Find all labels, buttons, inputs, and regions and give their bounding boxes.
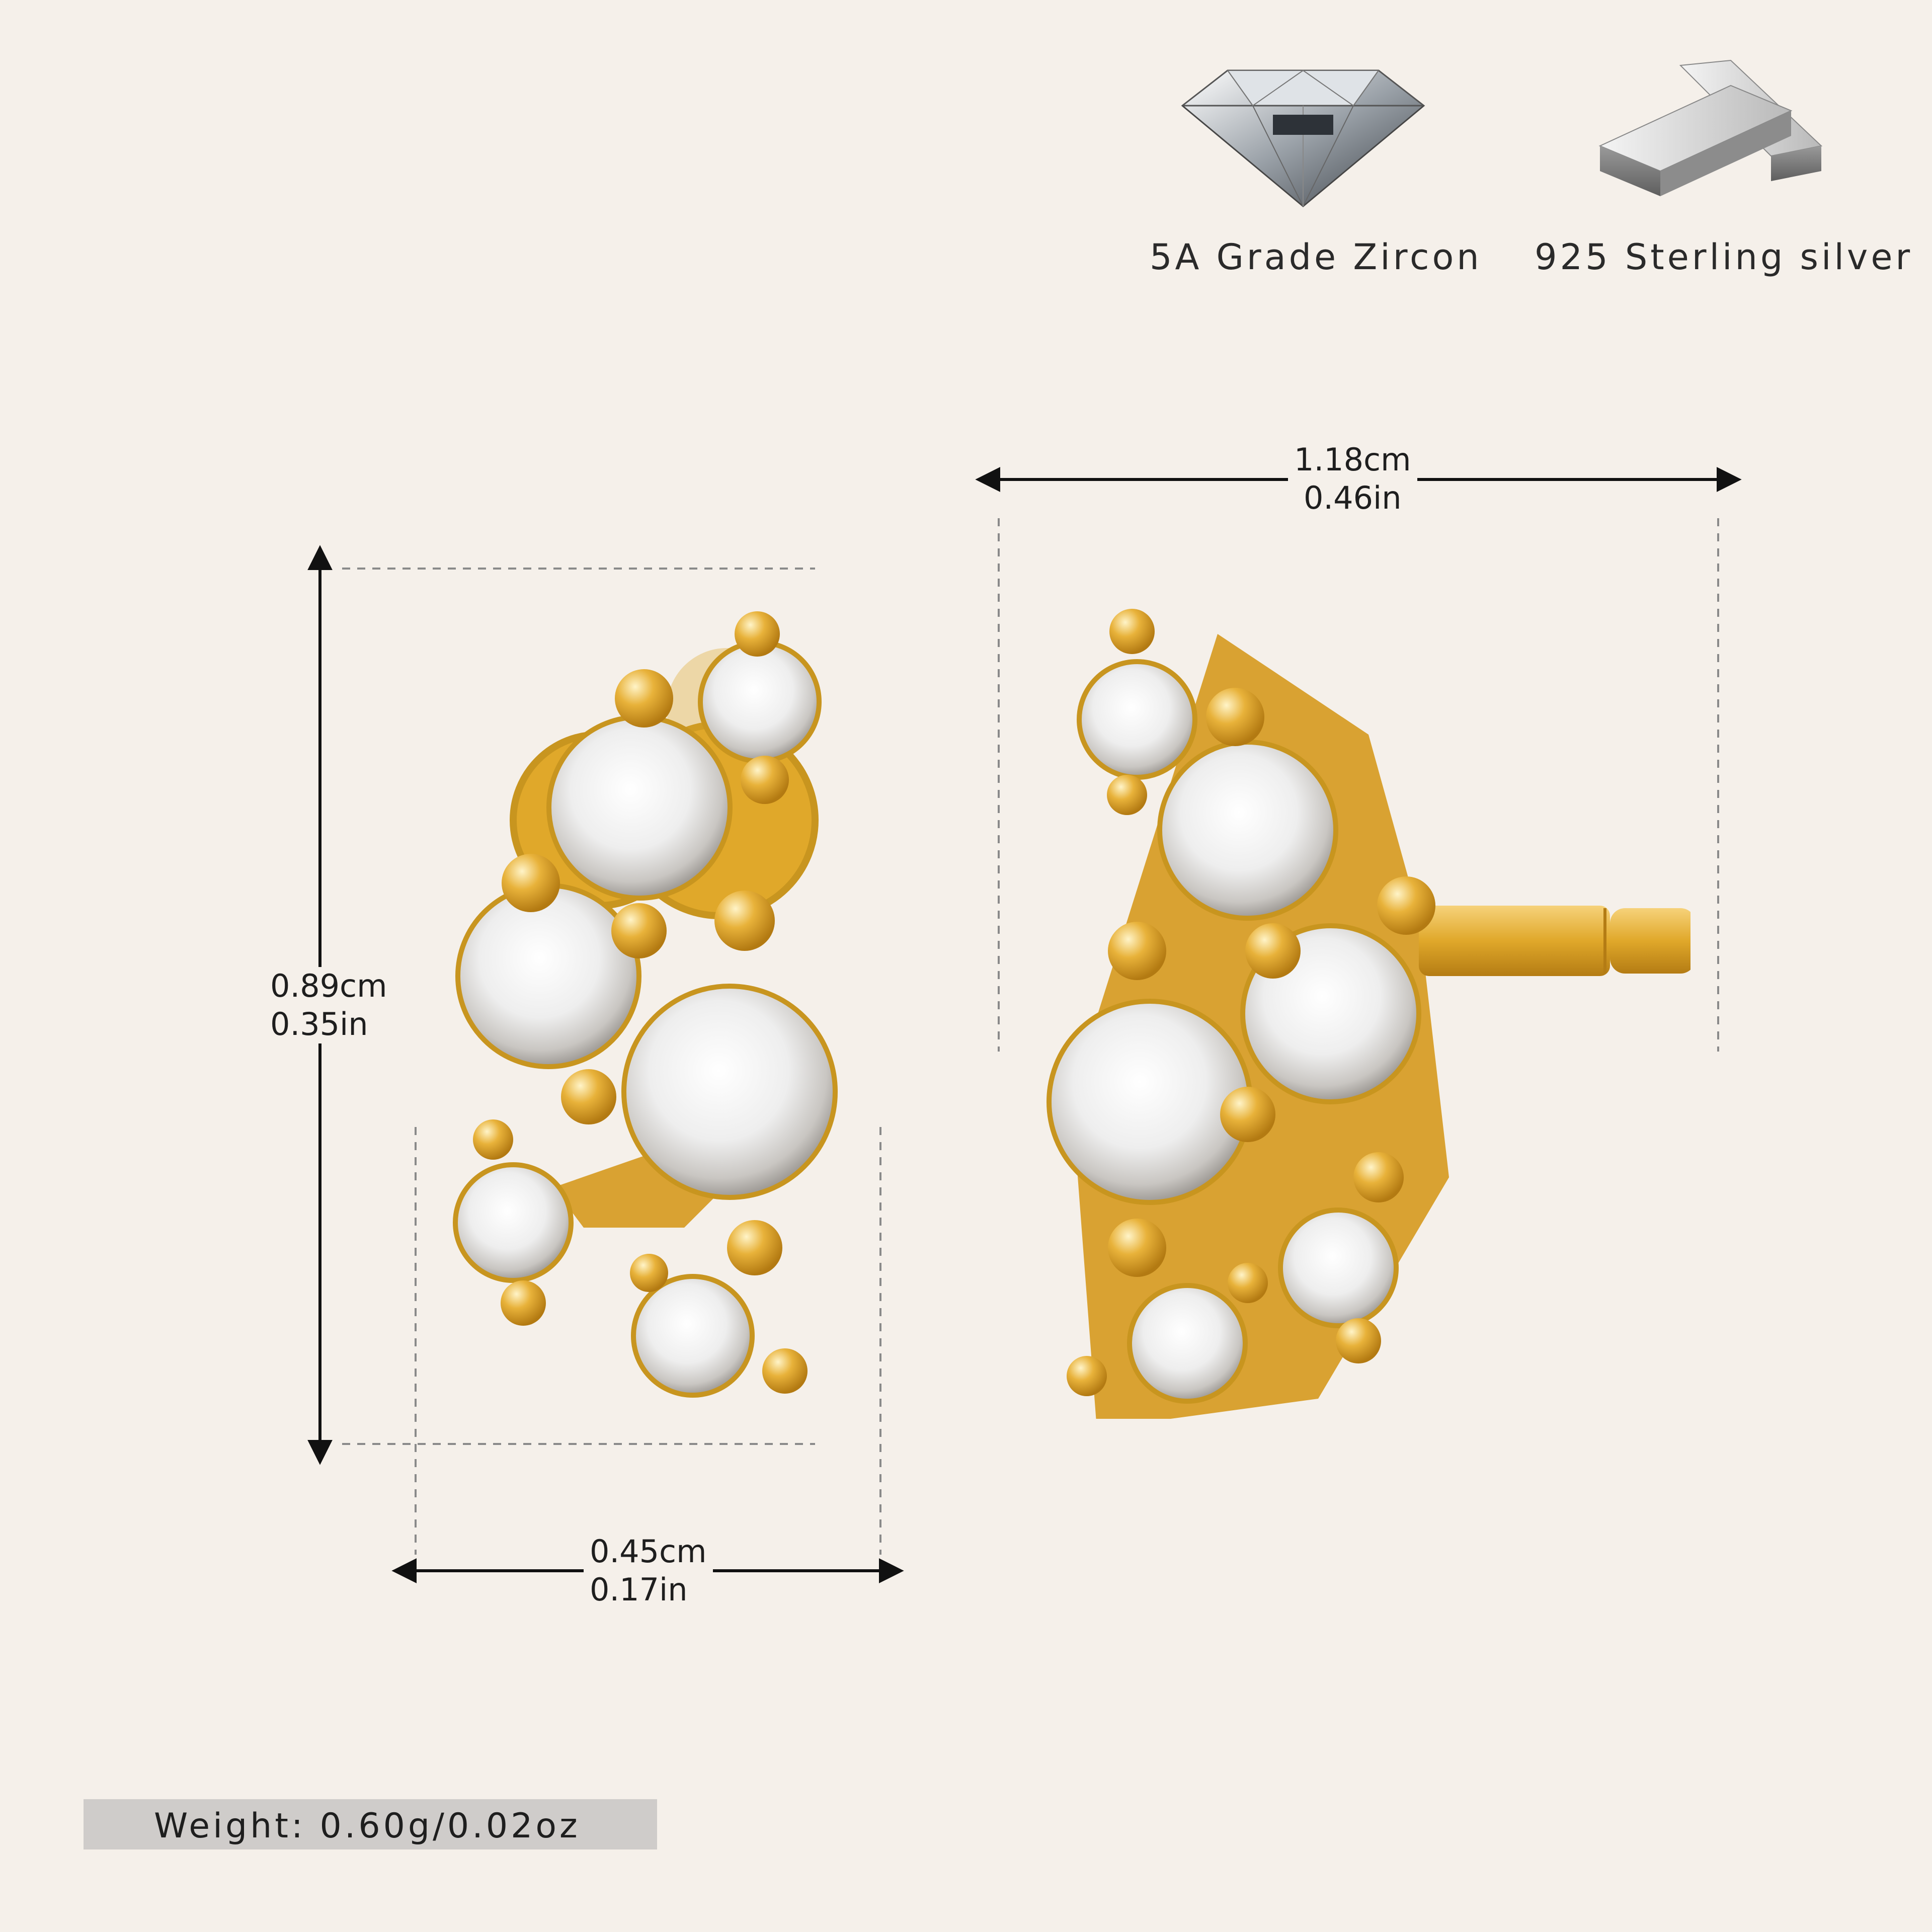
zircon-gem-icon (1181, 69, 1425, 207)
feature-label-silver: 925 Sterling silver (1535, 236, 1913, 278)
earring-front-view (453, 611, 838, 1398)
dimension-front-width: 0.45cm 0.17in (584, 1533, 713, 1609)
silver-bars-icon (1598, 59, 1823, 196)
dimension-total-width-in: 0.46in (1303, 479, 1402, 516)
dimension-front-width-in: 0.17in (590, 1571, 688, 1608)
weight-bar: Weight: 0.60g/0.02oz (84, 1799, 657, 1849)
dimension-front-width-cm: 0.45cm (590, 1533, 707, 1570)
dimension-total-width: 1.18cm 0.46in (1288, 441, 1417, 517)
dimension-height-cm: 0.89cm (270, 968, 387, 1004)
dimension-height-in: 0.35in (270, 1006, 368, 1042)
weight-label: Weight: (154, 1806, 306, 1846)
dimension-total-width-cm: 1.18cm (1294, 441, 1411, 478)
feature-label-zircon: 5A Grade Zircon (1150, 236, 1482, 278)
weight-text: Weight: 0.60g/0.02oz (154, 1806, 581, 1846)
earring-side-view (1046, 609, 1691, 1419)
dimension-height: 0.89cm 0.35in (264, 967, 393, 1043)
weight-value: 0.60g/0.02oz (319, 1806, 581, 1846)
